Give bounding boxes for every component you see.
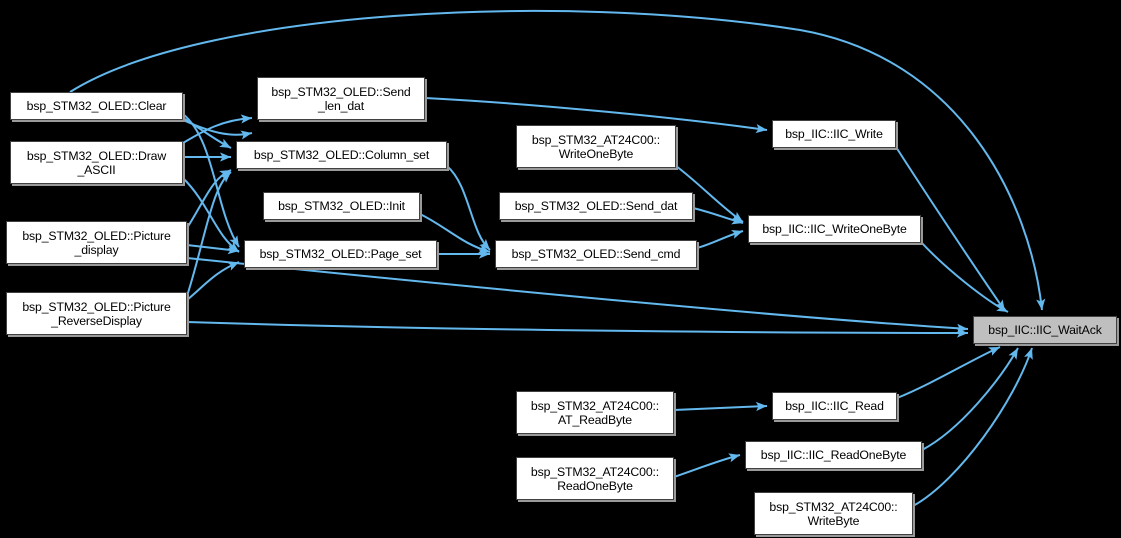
graph-arrowhead-draw_ascii-to-send_len_dat bbox=[240, 114, 252, 124]
graph-arrowhead-pic_reverse-to-column_set bbox=[219, 172, 231, 183]
graph-edge-pic_reverse-to-waitack bbox=[186, 321, 969, 334]
graph-arrowhead-draw_ascii-to-column_set bbox=[220, 152, 231, 162]
graph-edge-iic_rob-to-waitack bbox=[921, 347, 1019, 451]
graph-arrowhead-iic_wob-to-waitack bbox=[996, 302, 1008, 312]
graph-node-send_len_dat[interactable]: bsp_STM32_OLED::Send _len_dat bbox=[257, 77, 425, 120]
graph-arrowhead-clear-to-column_set bbox=[219, 138, 231, 148]
graph-node-at_writebyte[interactable]: bsp_STM32_AT24C00:: WriteByte bbox=[754, 492, 913, 535]
graph-edge-iic_write-to-waitack bbox=[895, 146, 1006, 312]
graph-node-iic_wob[interactable]: bsp_IIC::IIC_WriteOneByte bbox=[748, 215, 921, 243]
graph-arrowhead-send_cmd-to-iic_wob bbox=[731, 229, 743, 239]
graph-node-init[interactable]: bsp_STM32_OLED::Init bbox=[263, 192, 420, 220]
graph-arrowhead-iic_read-to-waitack bbox=[988, 347, 1000, 356]
graph-edge-column_set-to-send_cmd bbox=[446, 165, 491, 251]
graph-node-label: bsp_STM32_OLED::Send_dat bbox=[514, 199, 678, 213]
graph-node-iic_read[interactable]: bsp_IIC::IIC_Read bbox=[772, 392, 897, 420]
graph-edge-clear-to-send_len_dat bbox=[182, 119, 253, 136]
graph-edge-clear-to-page_set bbox=[182, 113, 240, 248]
graph-edge-iic_read-to-waitack bbox=[896, 346, 1001, 399]
graph-node-iic_rob[interactable]: bsp_IIC::IIC_ReadOneByte bbox=[745, 441, 922, 469]
graph-node-clear[interactable]: bsp_STM32_OLED::Clear bbox=[10, 92, 183, 120]
graph-node-label: bsp_IIC::IIC_Write bbox=[785, 127, 883, 141]
graph-node-send_dat[interactable]: bsp_STM32_OLED::Send_dat bbox=[499, 192, 693, 220]
graph-node-label: bsp_IIC::IIC_WriteOneByte bbox=[762, 222, 907, 236]
graph-node-label: bsp_IIC::IIC_Read bbox=[785, 399, 884, 413]
graph-node-waitack[interactable]: bsp_IIC::IIC_WaitAck bbox=[973, 316, 1117, 344]
graph-node-label: bsp_STM32_OLED::Clear bbox=[26, 99, 167, 113]
graph-node-label: bsp_STM32_AT24C00:: WriteByte bbox=[769, 499, 898, 528]
graph-edge-clear-to-waitack bbox=[69, 9, 1043, 311]
graph-node-at_rob[interactable]: bsp_STM32_AT24C00:: ReadOneByte bbox=[516, 457, 674, 500]
graph-node-label: bsp_IIC::IIC_WaitAck bbox=[988, 323, 1102, 337]
graph-node-pic_reverse[interactable]: bsp_STM32_OLED::Picture _ReverseDisplay bbox=[6, 292, 187, 335]
graph-arrowhead-pic_reverse-to-waitack bbox=[956, 328, 968, 338]
graph-edge-pic_display-to-waitack bbox=[186, 257, 969, 330]
graph-arrowhead-clear-to-send_len_dat bbox=[240, 130, 252, 140]
graph-node-label: bsp_STM32_OLED::Page_set bbox=[259, 247, 422, 261]
graph-arrowhead-send_dat-to-iic_wob bbox=[731, 215, 743, 225]
graph-node-label: bsp_STM32_OLED::Send_cmd bbox=[511, 247, 681, 261]
graph-node-label: bsp_STM32_AT24C00:: ReadOneByte bbox=[530, 464, 660, 493]
graph-node-label: bsp_STM32_OLED::Send _len_dat bbox=[271, 84, 411, 113]
graph-node-label: bsp_STM32_AT24C00:: WriteOneByte bbox=[531, 132, 661, 161]
graph-arrowhead-iic_rob-to-waitack bbox=[1008, 348, 1018, 360]
graph-node-iic_write[interactable]: bsp_IIC::IIC_Write bbox=[772, 120, 896, 148]
graph-arrowhead-at_readbyte-to-iic_read bbox=[755, 401, 767, 412]
graph-node-label: bsp_STM32_OLED::Column_set bbox=[253, 148, 430, 162]
graph-node-pic_display[interactable]: bsp_STM32_OLED::Picture _display bbox=[6, 221, 187, 264]
graph-arrowhead-column_set-to-send_cmd bbox=[479, 238, 490, 250]
graph-arrowhead-pic_reverse-to-page_set bbox=[227, 262, 239, 271]
graph-node-label: bsp_STM32_OLED::Init bbox=[278, 199, 405, 213]
graph-node-at_wob[interactable]: bsp_STM32_AT24C00:: WriteOneByte bbox=[516, 125, 676, 168]
graph-arrowhead-at_writebyte-to-waitack bbox=[1024, 348, 1033, 360]
graph-node-label: bsp_STM32_OLED::Picture _ReverseDisplay bbox=[22, 299, 171, 328]
graph-edge-send_len_dat-to-iic_write bbox=[424, 97, 768, 131]
graph-node-column_set[interactable]: bsp_STM32_OLED::Column_set bbox=[236, 141, 447, 169]
graph-node-page_set[interactable]: bsp_STM32_OLED::Page_set bbox=[244, 240, 437, 268]
graph-edge-at_writebyte-to-waitack bbox=[912, 347, 1033, 507]
graph-edge-pic_display-to-page_set bbox=[186, 244, 240, 252]
graph-node-label: bsp_STM32_OLED::Draw _ASCII bbox=[26, 148, 167, 177]
graph-arrowhead-send_len_dat-to-iic_write bbox=[755, 123, 767, 134]
graph-arrowhead-clear-to-waitack bbox=[1036, 298, 1046, 310]
graph-edge-iic_wob-to-waitack bbox=[920, 241, 1009, 313]
graph-node-label: bsp_STM32_OLED::Picture _display bbox=[22, 228, 171, 257]
graph-node-send_cmd[interactable]: bsp_STM32_OLED::Send_cmd bbox=[495, 240, 697, 268]
graph-edge-at_rob-to-iic_rob bbox=[673, 454, 741, 478]
graph-arrowhead-page_set-to-send_cmd bbox=[479, 249, 490, 259]
graph-node-at_readbyte[interactable]: bsp_STM32_AT24C00:: AT_ReadByte bbox=[516, 391, 674, 434]
graph-arrowhead-clear-to-page_set bbox=[229, 235, 239, 247]
graph-arrowhead-pic_display-to-page_set bbox=[227, 245, 239, 255]
graph-node-label: bsp_STM32_AT24C00:: AT_ReadByte bbox=[530, 398, 660, 427]
graph-node-label: bsp_IIC::IIC_ReadOneByte bbox=[760, 448, 907, 462]
graph-edge-at_readbyte-to-iic_read bbox=[673, 405, 768, 411]
graph-arrowhead-at_rob-to-iic_rob bbox=[728, 453, 740, 463]
graph-node-draw_ascii[interactable]: bsp_STM32_OLED::Draw _ASCII bbox=[10, 141, 183, 184]
